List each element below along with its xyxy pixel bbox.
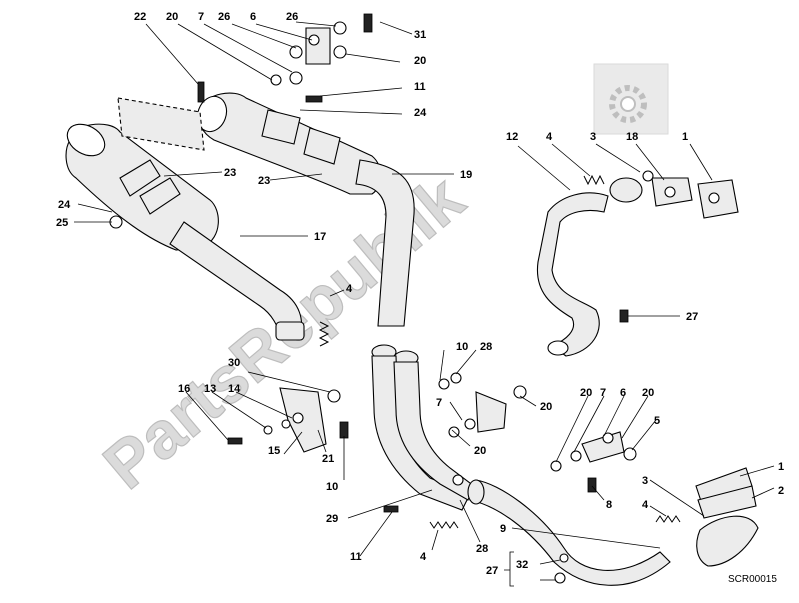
callout-label: 30 (228, 357, 240, 369)
callout-label: 20 (540, 401, 552, 413)
callout-label: 19 (460, 169, 472, 181)
callout-label: 21 (322, 453, 334, 465)
callout-label: 7 (436, 397, 442, 409)
header-pipe-upper (536, 177, 739, 357)
callout-label: 10 (456, 341, 468, 353)
header-pipes-lower (371, 344, 759, 586)
callout-label: 1 (682, 131, 688, 143)
callout-label: 20 (474, 445, 486, 457)
callout-label: 3 (590, 131, 596, 143)
callout-label: 25 (56, 217, 68, 229)
callout-label: 15 (268, 445, 280, 457)
callout-label: 32 (516, 559, 528, 571)
callout-label: 23 (224, 167, 236, 179)
callout-labels: 22 20 7 26 6 26 31 20 11 24 12 4 3 18 1 … (56, 11, 784, 577)
callout-label: 26 (218, 11, 230, 23)
callout-label: 4 (346, 283, 353, 295)
callout-label: 5 (654, 415, 660, 427)
callout-label: 26 (286, 11, 298, 23)
callout-label: 27 (486, 565, 498, 577)
callout-label: 6 (620, 387, 626, 399)
drawing-code: SCR00015 (728, 574, 777, 585)
callout-label: 4 (546, 131, 553, 143)
callout-label: 7 (600, 387, 606, 399)
callout-label: 6 (250, 11, 256, 23)
callout-label: 31 (414, 29, 426, 41)
callout-label: 7 (198, 11, 204, 23)
callout-label: 9 (500, 523, 506, 535)
callout-label: 29 (326, 513, 338, 525)
callout-label: 4 (420, 551, 427, 563)
callout-label: 11 (350, 551, 362, 563)
callout-label: 18 (626, 131, 638, 143)
callout-label: 16 (178, 383, 190, 395)
muffler-left (65, 123, 305, 341)
callout-label: 11 (414, 81, 426, 93)
callout-label: 3 (642, 475, 648, 487)
callout-label: 13 (204, 383, 216, 395)
callout-label: 4 (642, 499, 649, 511)
callout-label: 22 (134, 11, 146, 23)
callout-label: 14 (228, 383, 241, 395)
callout-label: 8 (606, 499, 612, 511)
callout-label: 20 (414, 55, 426, 67)
callout-label: 20 (580, 387, 592, 399)
callout-label: 20 (642, 387, 654, 399)
spring (318, 174, 681, 529)
callout-label: 2 (778, 485, 784, 497)
callout-label: 24 (58, 199, 71, 211)
callout-label: 24 (414, 107, 427, 119)
callout-label: 28 (476, 543, 488, 555)
callout-label: 23 (258, 175, 270, 187)
gear-icon (593, 63, 669, 135)
callout-label: 20 (166, 11, 178, 23)
callout-label: 27 (686, 311, 698, 323)
callout-label: 12 (506, 131, 518, 143)
callout-label: 10 (326, 481, 338, 493)
callout-label: 28 (480, 341, 492, 353)
muffler-right (117, 92, 415, 327)
callout-label: 1 (778, 461, 784, 473)
callout-label: 17 (314, 231, 326, 243)
leader-lines (74, 21, 775, 587)
